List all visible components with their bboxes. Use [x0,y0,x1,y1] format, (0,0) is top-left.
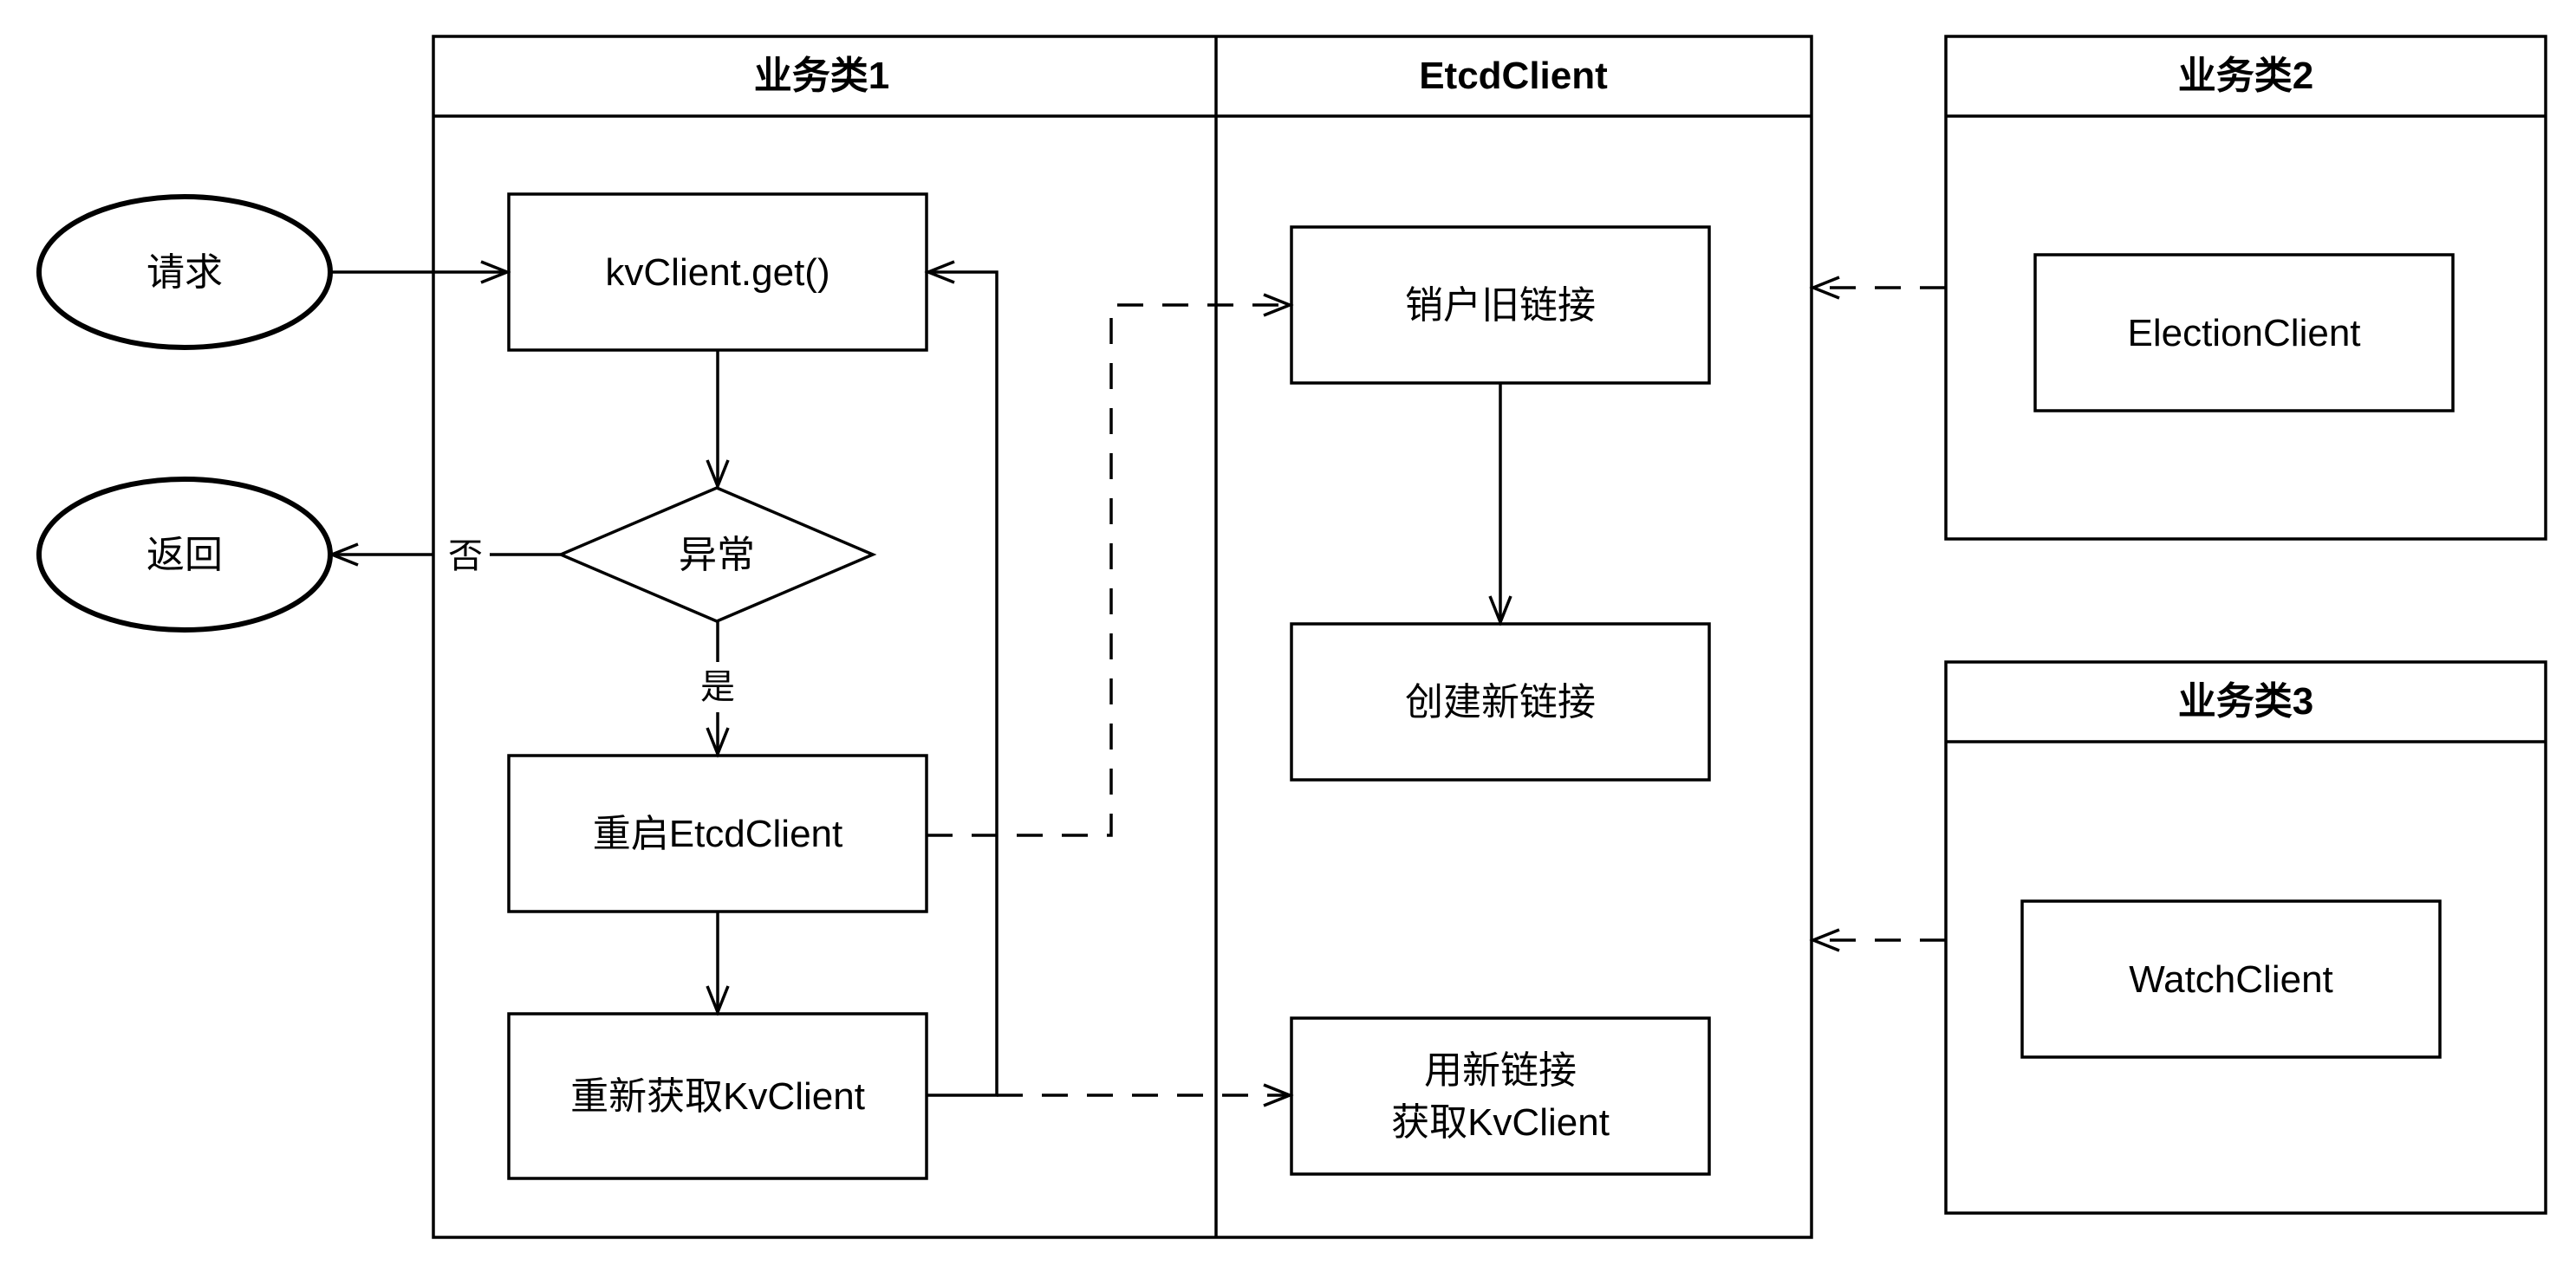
arrowhead-restart-in [706,727,730,758]
arrowhead-refetch-in [706,985,730,1016]
arrowhead-use-new-in [1263,1083,1294,1107]
use-new-label-line1: 用新链接 [1424,1049,1577,1092]
refetch-kv-label: 重新获取KvClient [570,1075,865,1118]
restart-etcd-box [507,754,928,913]
use-new-label-line2: 获取KvClient [1391,1101,1610,1144]
arrowhead-return-in [328,542,359,567]
lane-biz2: 业务类2 ElectionClient [1944,35,2547,541]
lane-title-etcdclient: EtcdClient [1419,55,1608,97]
edge-label-no: 否 [448,537,483,575]
watch-client-label: WatchClient [2129,958,2333,1001]
request-label: 请求 [146,251,223,294]
arrowhead-etcd-from-biz2 [1809,276,1840,300]
destroy-old-label: 销户旧链接 [1405,284,1596,327]
election-client-label: ElectionClient [2127,312,2360,354]
lane-biz3: 业务类3 WatchClient [1944,660,2547,1215]
edge-label-yes: 是 [700,668,735,706]
lane-biz3-border [1944,660,2547,1215]
create-new-box [1290,622,1711,782]
watch-client-box [2020,899,2442,1059]
main-pool-border [432,35,1813,1239]
edge-restart-to-destroy [927,303,1290,837]
return-label: 返回 [146,534,223,576]
arrowhead-kvget-in [480,260,511,284]
destroy-old-box [1290,225,1711,385]
arrowhead-exception-in [706,459,730,490]
create-new-label: 创建新链接 [1405,681,1596,724]
lane-title-biz2: 业务类2 [2178,55,2313,97]
arrowhead-destroy-in [1263,293,1294,317]
lane-title-biz3: 业务类3 [2178,680,2313,723]
arrowhead-kvget-loop-in [924,260,955,284]
lane-group-main: 业务类1 EtcdClient [432,35,1813,1239]
refetch-kv-box [507,1012,928,1180]
lane-title-biz1: 业务类1 [754,55,889,97]
kv-get-label: kvClient.get() [605,251,829,294]
use-new-box [1290,1016,1711,1176]
exception-label: 异常 [679,534,755,576]
kv-get-box [507,192,928,352]
edge-refetch-loop-to-kvget [927,270,999,1097]
arrowhead-create-in [1488,595,1512,626]
arrowhead-etcd-from-biz3 [1809,928,1840,952]
restart-etcd-label: 重启EtcdClient [593,813,843,855]
election-client-box [2033,253,2455,412]
